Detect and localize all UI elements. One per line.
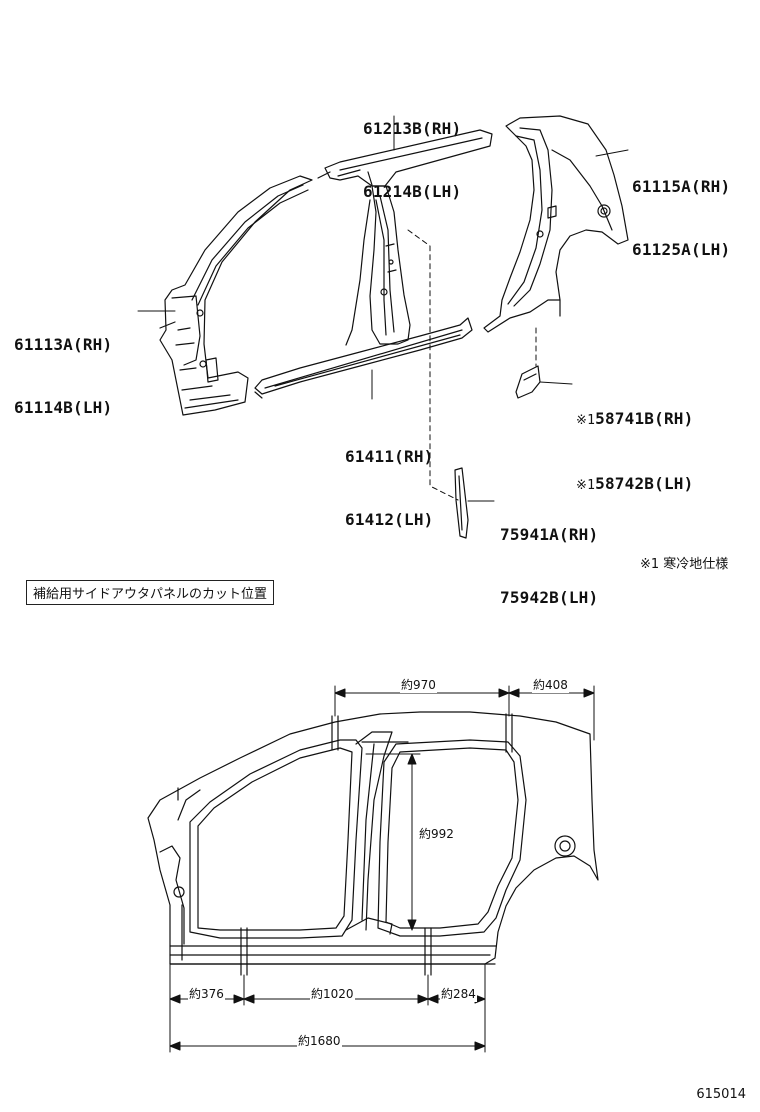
part-label-mudguard: ※158741B(RH) ※158742B(LH) <box>576 366 693 517</box>
part-label-front-pillar: 61113A(RH) 61114B(LH) <box>14 292 112 439</box>
dimension-label-284: 約284 <box>440 985 477 1002</box>
figure-number: 615014 <box>696 1087 746 1102</box>
dimension-lines <box>169 685 595 1053</box>
section-label: 補給用サイドアウタパネルのカット位置 <box>26 580 275 605</box>
garnish-part <box>454 467 469 539</box>
part-label-garnish: 75941A(RH) 75942B(LH) <box>500 482 598 629</box>
dimension-label-408: 約408 <box>532 676 569 693</box>
leader-lines <box>137 115 629 502</box>
rocker-part <box>254 317 473 399</box>
part-number-rh: 75941A(RH) <box>500 525 599 544</box>
part-number-rh: 58741B(RH) <box>595 409 694 428</box>
part-number-rh: 61115A(RH) <box>632 177 731 196</box>
dimension-label-376: 約376 <box>188 985 225 1002</box>
mudguard-mark: ※1 <box>576 478 596 493</box>
dimension-label-1680: 約1680 <box>297 1032 342 1049</box>
quarter-panel-part <box>483 115 629 333</box>
part-number-lh: 61114B(LH) <box>14 398 113 417</box>
dimension-label-1020: 約1020 <box>310 985 355 1002</box>
front-pillar-part <box>159 175 313 416</box>
part-number-lh: 61214B(LH) <box>363 182 462 201</box>
mudguard-mark: ※1 <box>576 413 596 428</box>
part-number-lh: 58742B(LH) <box>595 474 694 493</box>
part-number-rh: 61411(RH) <box>345 447 434 466</box>
part-label-roof-rail: 61213B(RH) 61214B(LH) <box>363 76 461 223</box>
center-pillar-part <box>345 185 411 346</box>
dimension-label-970: 約970 <box>400 676 437 693</box>
footnote: ※1 寒冷地仕様 <box>640 557 729 572</box>
part-number-rh: 61213B(RH) <box>363 119 462 138</box>
mudguard-part <box>515 365 541 399</box>
roof-rail-part <box>317 129 493 187</box>
side-outer-panel <box>147 711 599 965</box>
part-number-lh: 61412(LH) <box>345 510 434 529</box>
part-number-rh: 61113A(RH) <box>14 335 113 354</box>
part-label-quarter-panel: 61115A(RH) 61125A(LH) <box>632 134 730 281</box>
part-label-rocker: 61411(RH) 61412(LH) <box>345 404 434 551</box>
part-number-lh: 61125A(LH) <box>632 240 731 259</box>
part-number-lh: 75942B(LH) <box>500 588 599 607</box>
dimension-label-992: 約992 <box>418 825 455 842</box>
cut-lines <box>240 713 513 976</box>
